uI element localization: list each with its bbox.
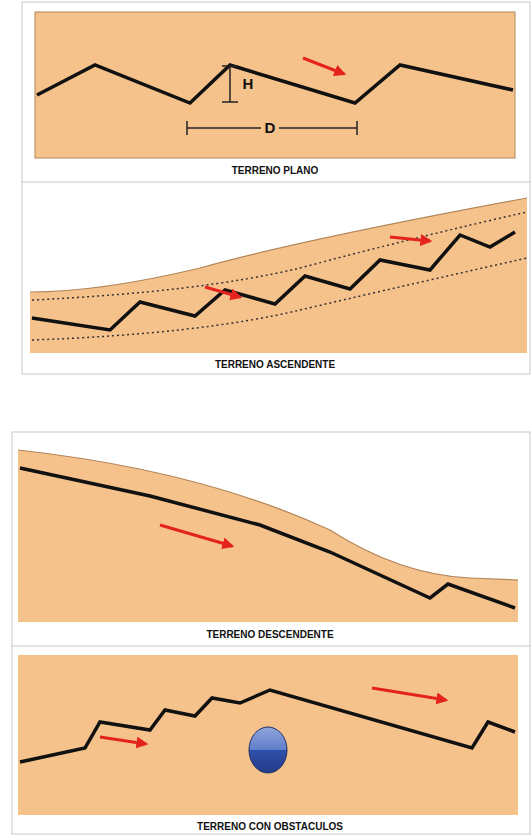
distance-tick <box>186 121 188 135</box>
trench-line <box>32 232 515 330</box>
height-tick <box>222 101 238 103</box>
sky-area <box>30 190 527 292</box>
panel-divider <box>22 182 530 183</box>
direction-arrow <box>372 688 446 700</box>
height-mark <box>229 66 231 102</box>
direction-arrow <box>390 237 430 241</box>
trench-line <box>37 65 513 103</box>
ground-fill <box>30 190 527 353</box>
direction-arrow <box>303 58 344 74</box>
direction-arrow <box>100 737 146 744</box>
panel-frame <box>22 2 530 374</box>
panel-title: TERRENO PLANO <box>232 165 319 176</box>
panel-frame <box>12 432 530 834</box>
panel-title: TERRENO DESCENDENTE <box>206 629 333 640</box>
ground-surface <box>18 450 518 580</box>
guide-curve <box>32 212 527 300</box>
distance-tick <box>356 121 358 135</box>
direction-arrow <box>160 525 232 546</box>
ground-fill <box>18 655 518 815</box>
trench-line <box>20 468 515 608</box>
ground-fill <box>18 442 518 622</box>
panel-divider <box>12 646 530 647</box>
height-label: H <box>243 76 254 93</box>
distance-label: D <box>261 120 280 137</box>
ground-fill <box>35 12 515 158</box>
panel-title: TERRENO CON OBSTACULOS <box>197 821 343 832</box>
obstacle-pipe <box>249 727 287 773</box>
panel-title: TERRENO ASCENDENTE <box>215 359 335 370</box>
direction-arrow <box>205 287 240 297</box>
sky-area <box>18 442 518 580</box>
